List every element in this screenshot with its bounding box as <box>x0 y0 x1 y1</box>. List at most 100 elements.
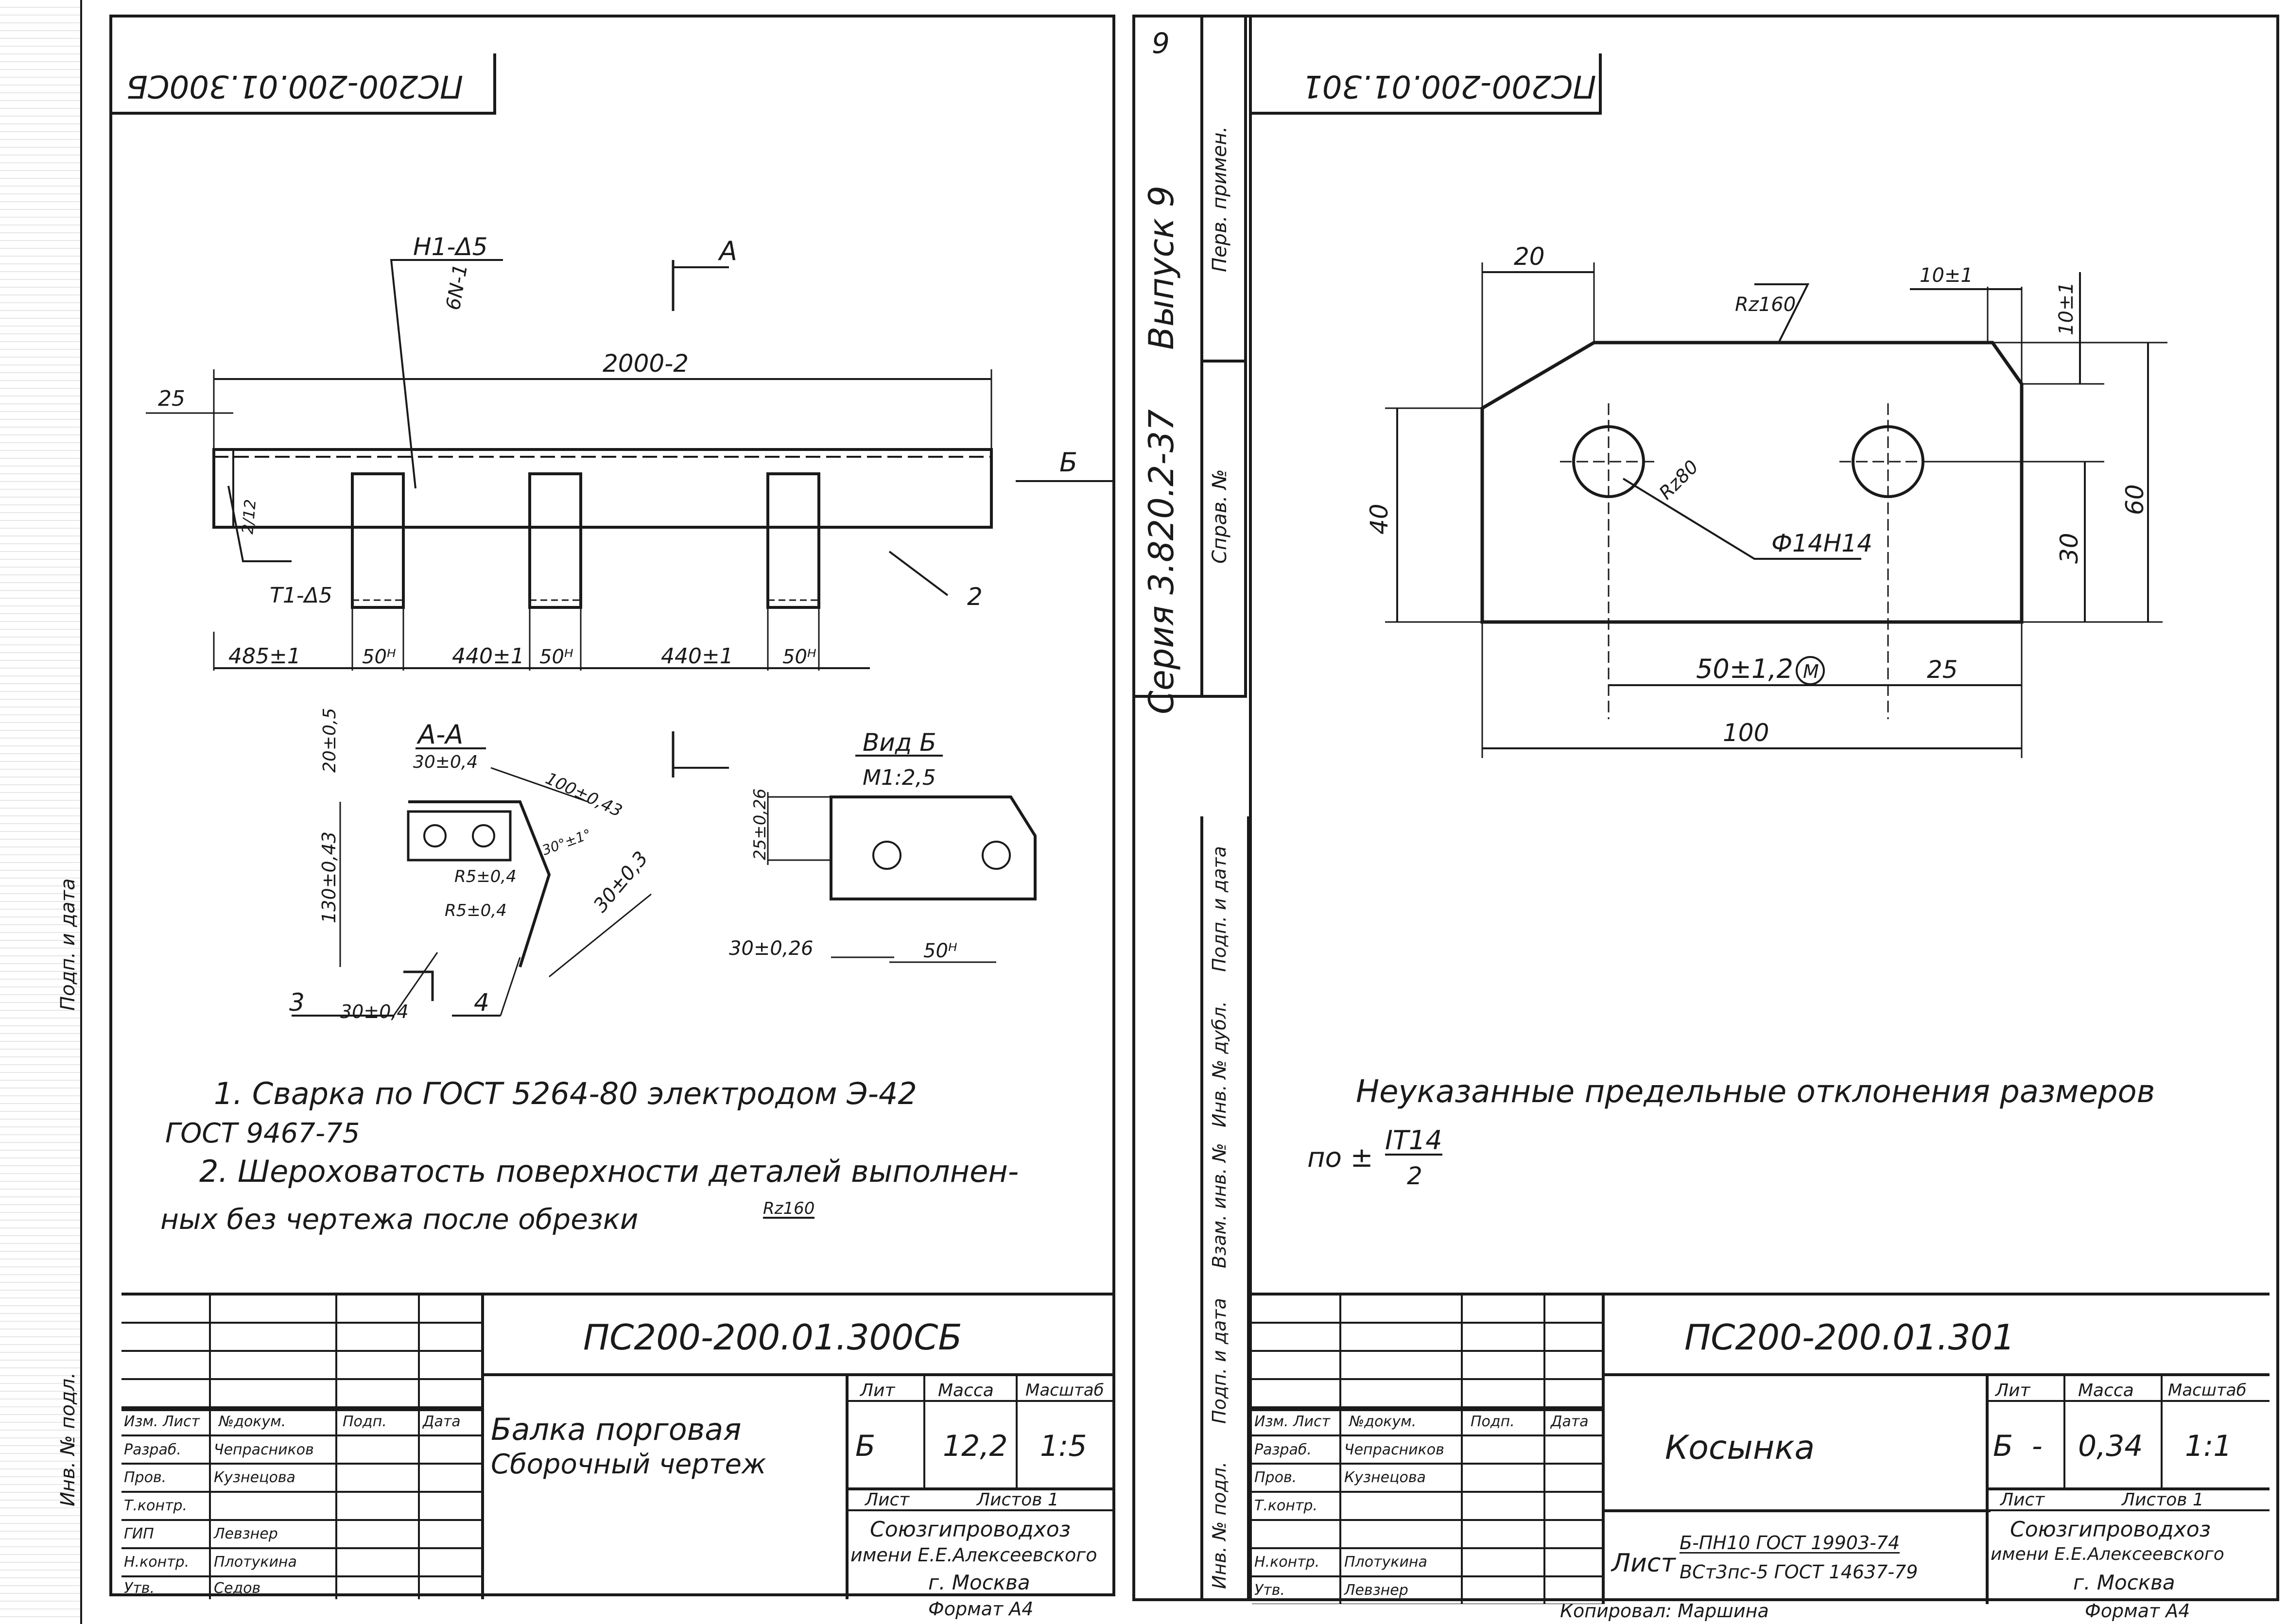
aa-dim: 30°±1° <box>540 826 593 859</box>
chain-dim: 440±1 <box>452 644 524 669</box>
dim-25: 25 <box>1927 656 1958 684</box>
section-a-label: А <box>718 236 737 266</box>
name-cell: Седов <box>214 1580 261 1597</box>
first-use-label: Перв. примен. <box>1209 126 1231 272</box>
gusset-plate <box>1480 341 2024 624</box>
aa-dim: 30±0,3 <box>589 847 652 916</box>
series-label: Серия 3.820.2-37 <box>1142 409 1181 714</box>
right-sheet-frame <box>1132 15 2279 1601</box>
weld-bottom-label: Т1-Δ5 <box>270 583 332 608</box>
mass-value: 0,34 <box>2078 1429 2143 1463</box>
aa-dim: R5±0,4 <box>454 867 517 886</box>
copied-by: Копировал: Маршина <box>1560 1600 1769 1622</box>
rev-header: Подп. <box>343 1413 387 1430</box>
side-stamp-label: Подп. и дата <box>1209 846 1230 972</box>
role-cell: Утв. <box>1254 1582 1285 1599</box>
rev-header: №докум. <box>1349 1413 1417 1430</box>
side-stamp-label: Подп. и дата <box>57 878 79 1011</box>
dim-60: 60 <box>2121 484 2149 515</box>
item-2-label: 2 <box>967 583 983 611</box>
org-line1: Союзгипроводхоз <box>870 1517 1071 1542</box>
left-format: Формат А4 <box>928 1598 1034 1620</box>
hole-label: Ф14Н14 <box>1771 529 1872 557</box>
dim-10-h: 10±1 <box>2055 282 2078 335</box>
dim-20: 20 <box>1514 242 1545 271</box>
edge-label: 25 <box>158 386 185 411</box>
weld-top-label: Н1-Δ5 <box>413 233 487 261</box>
aa-dim: 130±0,43 <box>318 831 340 923</box>
org-line2: имени Е.Е.Алексеевского <box>850 1544 1097 1566</box>
scale-label: Масштаб <box>2168 1381 2247 1400</box>
aa-dim: 20±0,5 <box>320 708 340 773</box>
note-2-cont: ных без чертежа после обрезки <box>160 1203 639 1236</box>
right-inner-frame <box>1249 15 2272 1601</box>
rev-header: Лист <box>1293 1413 1331 1430</box>
tolerance-prefix: по ± <box>1307 1142 1373 1174</box>
role-cell: ГИП <box>124 1525 154 1542</box>
sheets-label: Листов 1 <box>2122 1490 2204 1510</box>
right-corner-code-box <box>1249 53 1602 115</box>
chain-dim: 485±1 <box>228 644 301 669</box>
roughness-label: Rz160 <box>1735 294 1796 316</box>
org-line3: г. Москва <box>928 1571 1030 1594</box>
left-drawing: Н1-Δ5 6N-1 А Б 2000-2 25 Т1-Δ5 2/12 2 48… <box>146 233 1113 1022</box>
aa-item-4: 4 <box>474 988 489 1017</box>
scale-label: Масштаб <box>1025 1381 1104 1400</box>
weld-corner-label: 2/12 <box>238 499 260 535</box>
name-cell: Плотукина <box>1344 1554 1427 1571</box>
left-sheet-frame <box>109 15 1115 1596</box>
r80-label: Rz80 <box>1655 456 1702 503</box>
note-1-cont: ГОСТ 9467-75 <box>165 1118 360 1149</box>
mass-label: Масса <box>938 1381 994 1400</box>
mass-value: 12,2 <box>943 1429 1008 1463</box>
org-line3: г. Москва <box>2073 1571 2175 1594</box>
sheet-label: Лист <box>2000 1490 2045 1510</box>
chain-dim: 50ᴴ <box>782 646 816 668</box>
dim-30: 30 <box>2055 533 2083 564</box>
role-cell: Пров. <box>1254 1469 1297 1486</box>
aa-dim: 100±0,43 <box>542 769 625 821</box>
sheets-label: Листов 1 <box>977 1490 1059 1510</box>
issue-label: Выпуск 9 <box>1142 185 1181 350</box>
chain-dim: 50ᴴ <box>362 646 396 668</box>
lit-label: Лит <box>1995 1381 2030 1400</box>
name-cell: Плотукина <box>214 1554 297 1571</box>
chain-dim: 50ᴴ <box>539 646 573 668</box>
gusset-1 <box>351 472 405 609</box>
view-b-dim: 50ᴴ <box>923 940 957 962</box>
right-format: Формат А4 <box>2085 1600 2190 1622</box>
side-stamp-label: Взам. инв. № <box>1209 1142 1230 1268</box>
roughness-mark: Rz160 <box>763 1199 815 1219</box>
mass-dash: - <box>2032 1429 2043 1463</box>
name-cell: Кузнецова <box>214 1469 295 1486</box>
note-2: 2. Шероховатость поверхности деталей вып… <box>199 1154 1019 1189</box>
ref-no-label: Справ. № <box>1209 469 1231 564</box>
view-b-dim: 30±0,26 <box>729 937 813 960</box>
page-mark: 9 <box>1152 27 1170 60</box>
name-cell: Чепрасников <box>214 1441 314 1458</box>
material-bottom: ВСт3пс-5 ГОСТ 14637-79 <box>1680 1561 1918 1583</box>
dim-pitch: 50±1,2 <box>1696 654 1793 684</box>
gusset-2 <box>528 472 582 609</box>
role-cell: Пров. <box>124 1469 167 1486</box>
left-name-line2: Сборочный чертеж <box>491 1449 766 1480</box>
section-aa-title: А-А <box>416 719 463 750</box>
role-cell: Н.контр. <box>124 1554 190 1571</box>
left-doc-code: ПС200-200.01.300СБ <box>583 1317 962 1358</box>
rev-header: Дата <box>423 1413 461 1430</box>
org-line1: Союзгипроводхоз <box>2010 1517 2211 1542</box>
tolerance-frac-bottom: 2 <box>1407 1162 1422 1190</box>
view-b-scale: М1:2,5 <box>863 765 936 790</box>
rev-header: №докум. <box>219 1413 286 1430</box>
rev-header: Дата <box>1551 1413 1589 1430</box>
rev-header: Изм. <box>1254 1413 1289 1430</box>
aa-item-3: 3 <box>289 988 305 1017</box>
right-drawing: 20 10±1 10±1 Rz160 Rz80 Ф14Н14 40 30 60 … <box>1365 242 2167 758</box>
name-cell: Левзнер <box>1344 1582 1408 1599</box>
chain-dim: 440±1 <box>661 644 733 669</box>
right-part-name: Косынка <box>1665 1429 1815 1467</box>
lit-label: Лит <box>860 1381 895 1400</box>
length-label: 2000-2 <box>603 349 689 378</box>
note-1: 1. Сварка по ГОСТ 5264-80 электродом Э-4… <box>214 1076 917 1111</box>
mass-label: Масса <box>2078 1381 2134 1400</box>
